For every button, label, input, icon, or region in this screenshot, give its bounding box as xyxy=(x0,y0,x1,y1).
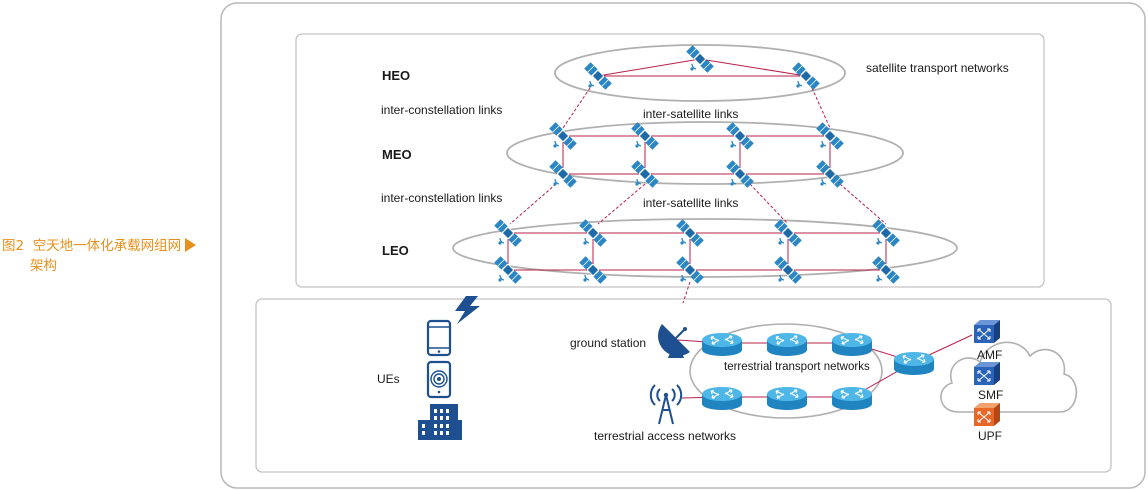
ground-station-label: ground station xyxy=(570,336,646,350)
router-icon xyxy=(701,386,743,411)
cell-tower-icon xyxy=(649,384,683,425)
inter-constellation-label-1: inter-constellation links xyxy=(381,103,502,117)
heo-orbit xyxy=(554,44,846,102)
meo-links xyxy=(562,135,831,175)
router-icon xyxy=(893,351,935,376)
ground-station-dish-icon xyxy=(658,324,690,358)
router-icon xyxy=(701,332,743,357)
terrestrial-access-label: terrestrial access networks xyxy=(594,429,736,443)
figure-caption: 图2 空天地一体化承载网组网 架构 xyxy=(2,236,216,276)
leo-label: LEO xyxy=(382,243,409,258)
ues-label: UEs xyxy=(377,372,400,386)
iot-device-icon xyxy=(426,360,452,399)
terrestrial-transport-label: terrestrial transport networks xyxy=(724,361,870,373)
core-network-cloud-icon xyxy=(940,341,1078,413)
amf-cube-icon xyxy=(973,319,1001,344)
heo-label: HEO xyxy=(382,68,410,83)
amf-label: AMF xyxy=(977,348,1002,362)
inter-constellation-links xyxy=(509,87,887,304)
inter-constellation-label-2: inter-constellation links xyxy=(381,191,502,205)
figure-number: 图2 xyxy=(2,238,25,254)
space-segment-panel xyxy=(295,33,1045,288)
meo-label: MEO xyxy=(382,147,412,162)
triangle-arrow-icon xyxy=(185,238,197,252)
router-icon xyxy=(831,332,873,357)
ground-segment-panel xyxy=(255,298,1112,473)
router-icon xyxy=(766,332,808,357)
meo-orbit xyxy=(506,121,904,185)
upf-label: UPF xyxy=(978,429,1002,443)
leo-orbit xyxy=(452,218,958,278)
smf-cube-icon xyxy=(973,361,1001,386)
inter-satellite-label-2: inter-satellite links xyxy=(643,196,738,210)
building-icon xyxy=(418,404,462,440)
satellite-transport-label: satellite transport networks xyxy=(866,61,1009,75)
figure-title-line2: 架构 xyxy=(30,258,57,274)
router-icon xyxy=(766,386,808,411)
lightning-icon xyxy=(455,296,480,324)
heo-links xyxy=(597,58,807,77)
terrestrial-transport-ring xyxy=(689,323,883,419)
inter-satellite-label-1: inter-satellite links xyxy=(643,107,738,121)
router-icon xyxy=(831,386,873,411)
smf-label: SMF xyxy=(978,388,1003,402)
upf-cube-icon xyxy=(973,402,1001,427)
figure-title: 空天地一体化承载网组网 xyxy=(32,238,182,254)
smartphone-icon xyxy=(426,319,452,357)
